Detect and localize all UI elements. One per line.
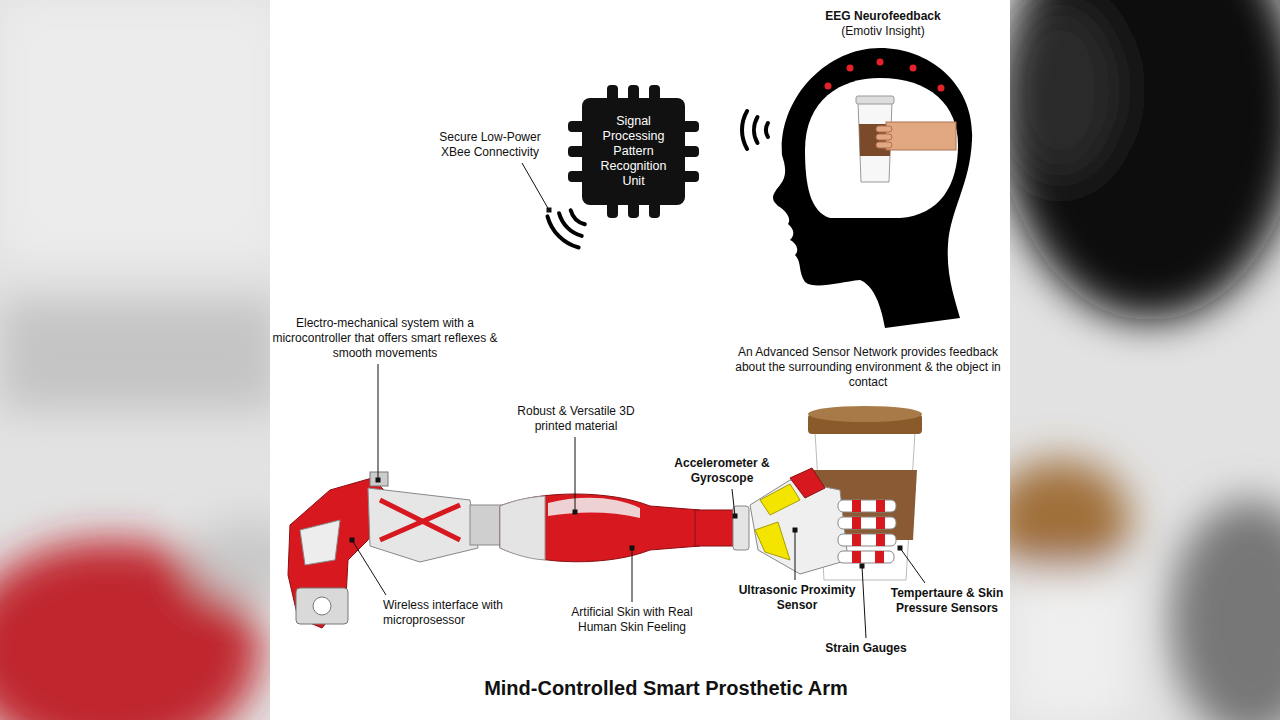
head-silhouette-part xyxy=(825,83,832,90)
hand-with-cup-part xyxy=(858,102,892,182)
head-silhouette-part xyxy=(910,65,917,72)
head-silhouette-part xyxy=(877,59,884,66)
prosthetic-arm-part xyxy=(300,520,340,565)
prosthetic-hand-part xyxy=(760,484,800,515)
part-label: Robust & Versatile 3D printed material xyxy=(511,404,641,434)
leader-dot xyxy=(350,538,355,543)
part-label: Electro-mechanical system with a microco… xyxy=(270,316,500,361)
blurred-backdrop-part-part xyxy=(0,300,280,410)
prosthetic-arm-part xyxy=(733,506,749,550)
prosthetic-arm-part xyxy=(500,496,545,560)
leader-dot xyxy=(547,208,552,213)
leader-dot xyxy=(793,528,798,533)
coffee-cup-part xyxy=(808,406,922,422)
chip-label: Signal Processing Pattern Recognition Un… xyxy=(588,114,679,189)
hand-with-cup xyxy=(856,96,956,182)
hand-with-cup-part xyxy=(876,126,892,132)
prosthetic-arm-part xyxy=(370,472,388,486)
white-panel xyxy=(270,0,1010,720)
prosthetic-hand-part xyxy=(876,517,885,529)
prosthetic-hand-part xyxy=(838,517,896,529)
prosthetic-hand-part xyxy=(838,534,896,546)
hand-with-cup-part xyxy=(876,134,892,140)
processing-chip: Signal Processing Pattern Recognition Un… xyxy=(582,98,685,205)
blurred-backdrop-part-part xyxy=(1010,570,1130,720)
prosthetic-arm-part xyxy=(296,588,348,624)
prosthetic-arm-part xyxy=(368,488,478,562)
leader-line xyxy=(862,566,866,638)
diagram-title: Mind-Controlled Smart Prosthetic Arm xyxy=(406,676,926,701)
part-label: Wireless interface with microprosessor xyxy=(383,598,518,628)
wireless-waves-part xyxy=(571,210,585,224)
leader-line xyxy=(732,489,735,516)
leader-line xyxy=(522,163,549,210)
blurred-backdrop-part-part xyxy=(1000,0,1280,320)
prosthetic-hand-part xyxy=(875,551,884,563)
leader-dot xyxy=(630,546,635,551)
leader-line xyxy=(352,540,386,595)
part-label: Artificial Skin with Real Human Skin Fee… xyxy=(557,605,707,635)
leader-line xyxy=(632,548,633,602)
connectivity-label: Secure Low-Power XBee Connectivity xyxy=(428,130,553,160)
blurred-backdrop-part-part xyxy=(1000,0,1120,180)
prosthetic-hand-part xyxy=(876,534,885,546)
wireless-waves-part xyxy=(766,123,768,137)
prosthetic-hand-part xyxy=(852,500,861,512)
wireless-waves-part xyxy=(548,216,579,247)
prosthetic-hand-part xyxy=(852,551,861,563)
prosthetic-arm-part xyxy=(500,494,700,562)
leader-line xyxy=(900,548,925,583)
head-silhouette-part xyxy=(805,78,958,218)
hand-with-cup-part xyxy=(856,96,894,104)
leader-line xyxy=(378,364,379,480)
sensor-label: Ultrasonic Proximity Sensor xyxy=(737,583,857,613)
prosthetic-arm xyxy=(288,472,749,628)
prosthetic-arm-part xyxy=(548,498,640,518)
head-silhouette-part xyxy=(773,48,972,328)
leader-dot xyxy=(860,564,865,569)
blurred-backdrop-part-part xyxy=(990,460,1130,580)
prosthetic-hand xyxy=(750,468,896,574)
prosthetic-hand-part xyxy=(876,500,885,512)
prosthetic-arm-part xyxy=(695,510,735,546)
head-silhouette xyxy=(773,48,972,328)
device-label: (Emotiv Insight) xyxy=(798,24,968,39)
leader-dot xyxy=(898,546,903,551)
sensor-label: Tempertaure & Skin Pressure Sensors xyxy=(890,586,1005,616)
prosthetic-hand-part xyxy=(755,522,790,560)
leader-dot xyxy=(376,478,381,483)
leader-dot xyxy=(573,510,578,515)
wireless-waves-part xyxy=(559,213,582,236)
head-silhouette-part xyxy=(938,85,945,92)
prosthetic-hand-part xyxy=(790,468,825,498)
prosthetic-hand-part xyxy=(852,517,861,529)
leader-line xyxy=(795,530,796,580)
wireless-waves-part xyxy=(754,117,757,143)
blurred-backdrop-part-part xyxy=(0,0,280,260)
hand-with-cup-part xyxy=(886,122,956,150)
sensor-label: Strain Gauges xyxy=(811,641,921,656)
wireless-waves-part xyxy=(742,111,747,149)
chip-pins xyxy=(568,85,699,218)
leader-dot xyxy=(733,514,738,519)
prosthetic-arm-part xyxy=(470,505,502,545)
note-label: An Advanced Sensor Network provides feed… xyxy=(731,345,1006,390)
device-label: EEG Neurofeedback xyxy=(798,9,968,24)
hand-with-cup-part xyxy=(859,124,891,156)
prosthetic-hand-part xyxy=(838,551,894,563)
sensor-label: Accelerometer & Gyroscope xyxy=(672,456,772,486)
head-silhouette-part xyxy=(847,65,854,72)
prosthetic-arm-part xyxy=(313,597,331,615)
leader-line xyxy=(575,437,576,512)
prosthetic-hand-part xyxy=(750,480,848,574)
blurred-backdrop-part-part xyxy=(1170,500,1280,720)
prosthetic-hand-part xyxy=(838,500,896,512)
hand-with-cup-part xyxy=(876,142,892,148)
prosthetic-hand-part xyxy=(852,534,861,546)
prosthetic-arm-part xyxy=(380,500,460,540)
